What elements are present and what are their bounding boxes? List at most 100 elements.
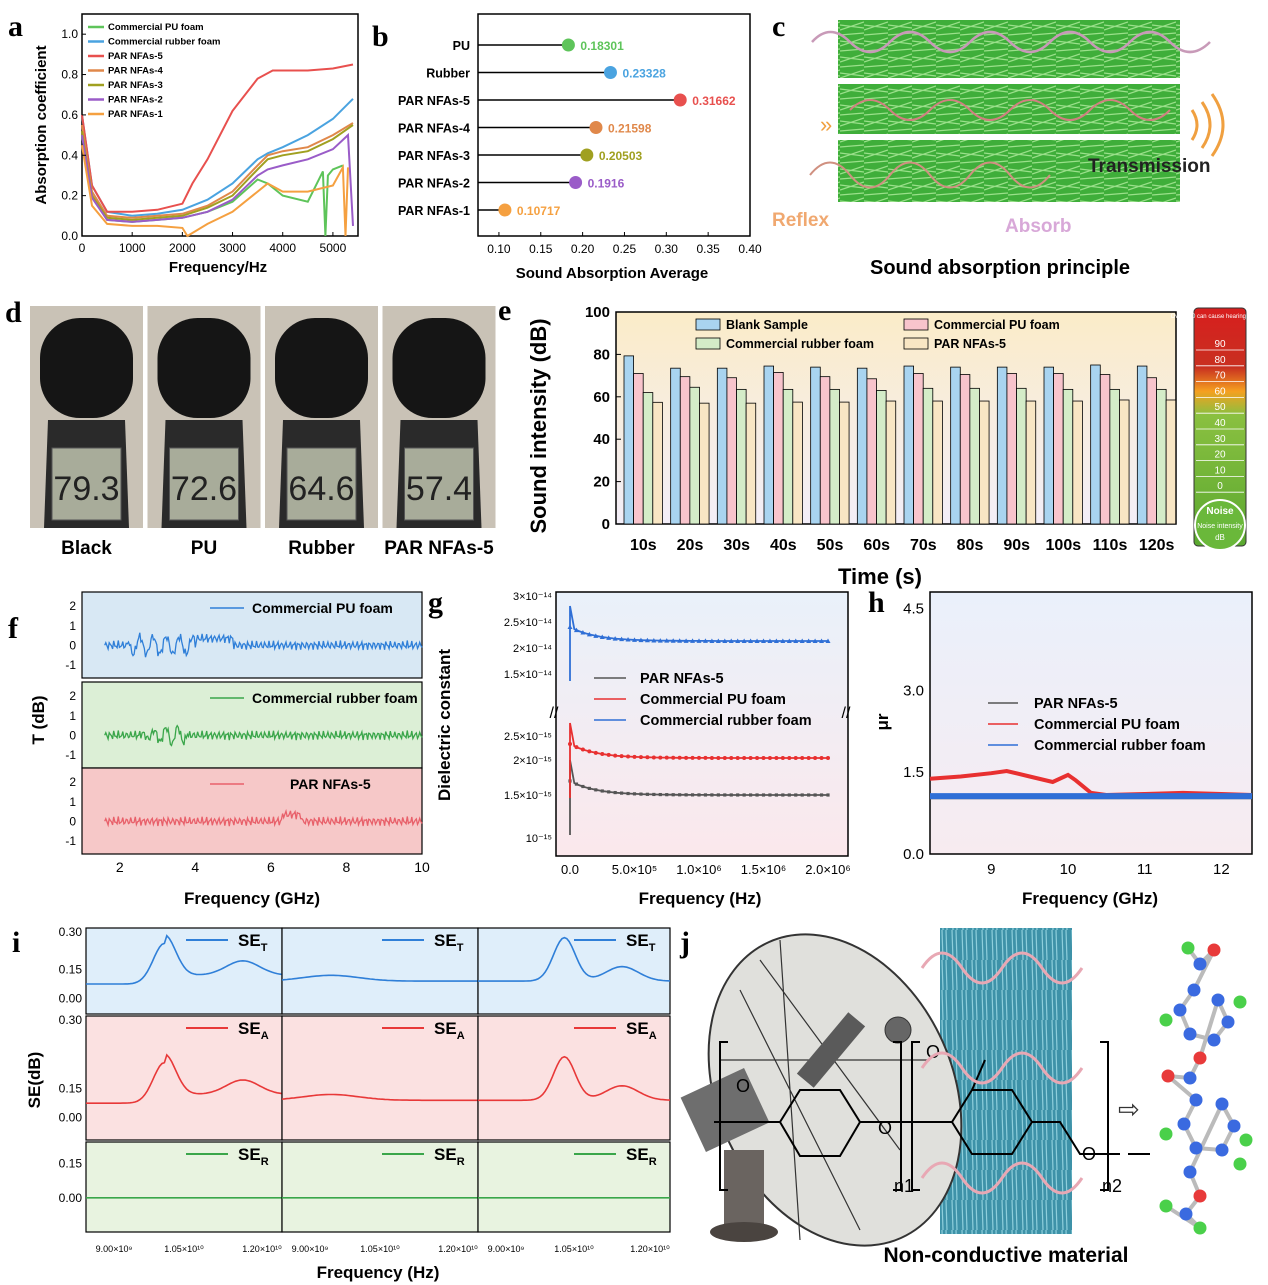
panel-g-marker: [709, 755, 714, 760]
panel-i-subplot: [85, 1015, 283, 1141]
molecule-atom: [1183, 1165, 1197, 1179]
panel-a-xtick-label: 3000: [219, 241, 246, 255]
panel-i-subplot: [281, 1141, 479, 1233]
molecule-atom: [1239, 1133, 1253, 1147]
panel-e-xtick-label: 40s: [770, 537, 797, 554]
panel-b-value-label: 0.18301: [580, 39, 624, 53]
panel-b-xtick-label: 0.10: [487, 242, 511, 256]
panel-label-h: h: [868, 586, 885, 619]
meter-lcd: [404, 447, 474, 521]
microphone-foam: [275, 318, 368, 418]
molecule-atom: [1193, 1189, 1207, 1203]
panel-i-trace: [281, 1093, 478, 1102]
panel-g-marker: [736, 793, 740, 797]
panel-b-point: [498, 203, 512, 217]
molecule-bond: [1188, 1103, 1224, 1173]
panel-g-marker: [677, 755, 682, 760]
panel-g-marker: [767, 755, 772, 760]
panel-f-ytick-label: 0: [69, 728, 76, 742]
panel-g-ytick-label: 2.5×10⁻¹⁵: [504, 731, 552, 743]
panel-e-bar: [819, 376, 831, 525]
noise-scale-level: 80: [1214, 355, 1226, 366]
axis-break-icon: //: [550, 705, 559, 722]
panel-g-marker: [632, 792, 637, 796]
panel-a-xtick-label: 2000: [169, 241, 196, 255]
panel-g-marker: [581, 784, 585, 789]
panel-i-ytick-label: 0.00: [59, 1111, 83, 1125]
panel-g-marker: [683, 638, 689, 643]
transmission-label: Transmission: [1088, 156, 1211, 177]
panel-i-xtick-label: 9.00×10⁹: [488, 1244, 525, 1254]
panel-label-j: j: [679, 926, 690, 959]
panel-g-ytick-label: 1.5×10⁻¹⁴: [504, 669, 552, 681]
panel-b-value-label: 0.10717: [517, 204, 561, 218]
panel-g-marker: [620, 791, 624, 795]
panel-g-marker: [644, 637, 650, 643]
fiber-layer-top: [838, 20, 1180, 78]
panel-g-marker: [787, 755, 792, 760]
meter-caption: Rubber: [288, 538, 355, 559]
panel-e-bar: [1146, 377, 1157, 525]
panel-e-bar: [1099, 374, 1111, 525]
panel-b-xtick-label: 0.35: [696, 242, 720, 256]
molecule-atom: [1193, 1051, 1207, 1065]
panel-e-xtick-label: 110s: [1093, 537, 1128, 554]
panel-g-marker: [722, 755, 727, 760]
panel-f-legend-label: Commercial PU foam: [252, 600, 393, 616]
panel-e-bar: [922, 387, 934, 525]
panel-e-xtick-label: 50s: [817, 537, 844, 554]
panel-e-xtick-label: 100s: [1046, 537, 1082, 554]
panel-a-legend-label: Commercial PU foam: [108, 22, 204, 33]
panel-i-ytick-label: 0.30: [59, 1013, 83, 1027]
panel-f-ytick-label: 0: [69, 638, 76, 652]
panel-g-marker: [813, 755, 818, 760]
panel-g-marker: [599, 634, 605, 639]
molecule-atom: [1207, 1033, 1221, 1047]
panel-label-e: e: [498, 294, 511, 327]
panel-g-marker: [606, 752, 611, 757]
atom-label-o1: O: [736, 1076, 750, 1096]
molecule-atom: [1189, 1141, 1203, 1155]
panel-e-bar: [829, 388, 840, 525]
panel-b-category-label: Rubber: [426, 67, 470, 81]
panel-g-marker: [638, 755, 643, 760]
panel-g-marker: [606, 635, 612, 640]
panel-e-bar: [652, 401, 663, 525]
panel-i-ytick-label: 0.15: [59, 963, 83, 977]
panel-i-ylabel: SE(dB): [25, 1052, 44, 1109]
panel-e-legend-label: Blank Sample: [726, 318, 808, 332]
panel-e-bar: [726, 377, 737, 525]
panel-e-ytick-label: 0: [602, 516, 610, 533]
panel-g-marker: [652, 792, 656, 797]
panel-e-bar: [1053, 373, 1064, 525]
panel-i-xtick-label: 1.20×10¹⁰: [438, 1244, 478, 1254]
panel-i-legend-label: SET: [434, 931, 464, 954]
panel-g-marker: [735, 755, 740, 760]
meter-caption: Black: [61, 538, 112, 559]
repeat-unit-n1: n1: [894, 1176, 914, 1196]
panel-e-bar: [716, 367, 728, 525]
panel-g-marker: [664, 755, 669, 760]
panel-label-c: c: [772, 10, 785, 43]
panel-a-legend-label: PAR NFAs-4: [108, 66, 163, 77]
panel-g-marker: [716, 793, 720, 797]
panel-h-xlabel: Frequency (GHz): [1022, 889, 1158, 908]
panel-a-series-3: [81, 122, 354, 219]
panel-g-marker: [709, 638, 715, 643]
panel-g-marker: [607, 790, 611, 794]
panel-i-trace: [86, 1053, 283, 1104]
panel-e-ytick-label: 60: [593, 389, 610, 406]
panel-g-marker: [780, 755, 785, 760]
noise-scale-level: 70: [1214, 371, 1226, 382]
panel-e-bar: [689, 386, 700, 525]
noise-scale: Over 100 can cause hearing damage9080706…: [1171, 307, 1268, 551]
molecule-atom: [1215, 1143, 1229, 1157]
panel-e-bar: [679, 376, 691, 525]
panel-g-marker: [677, 638, 683, 643]
panel-e-ytick-label: 20: [593, 474, 610, 491]
panel-g-marker: [773, 638, 779, 643]
